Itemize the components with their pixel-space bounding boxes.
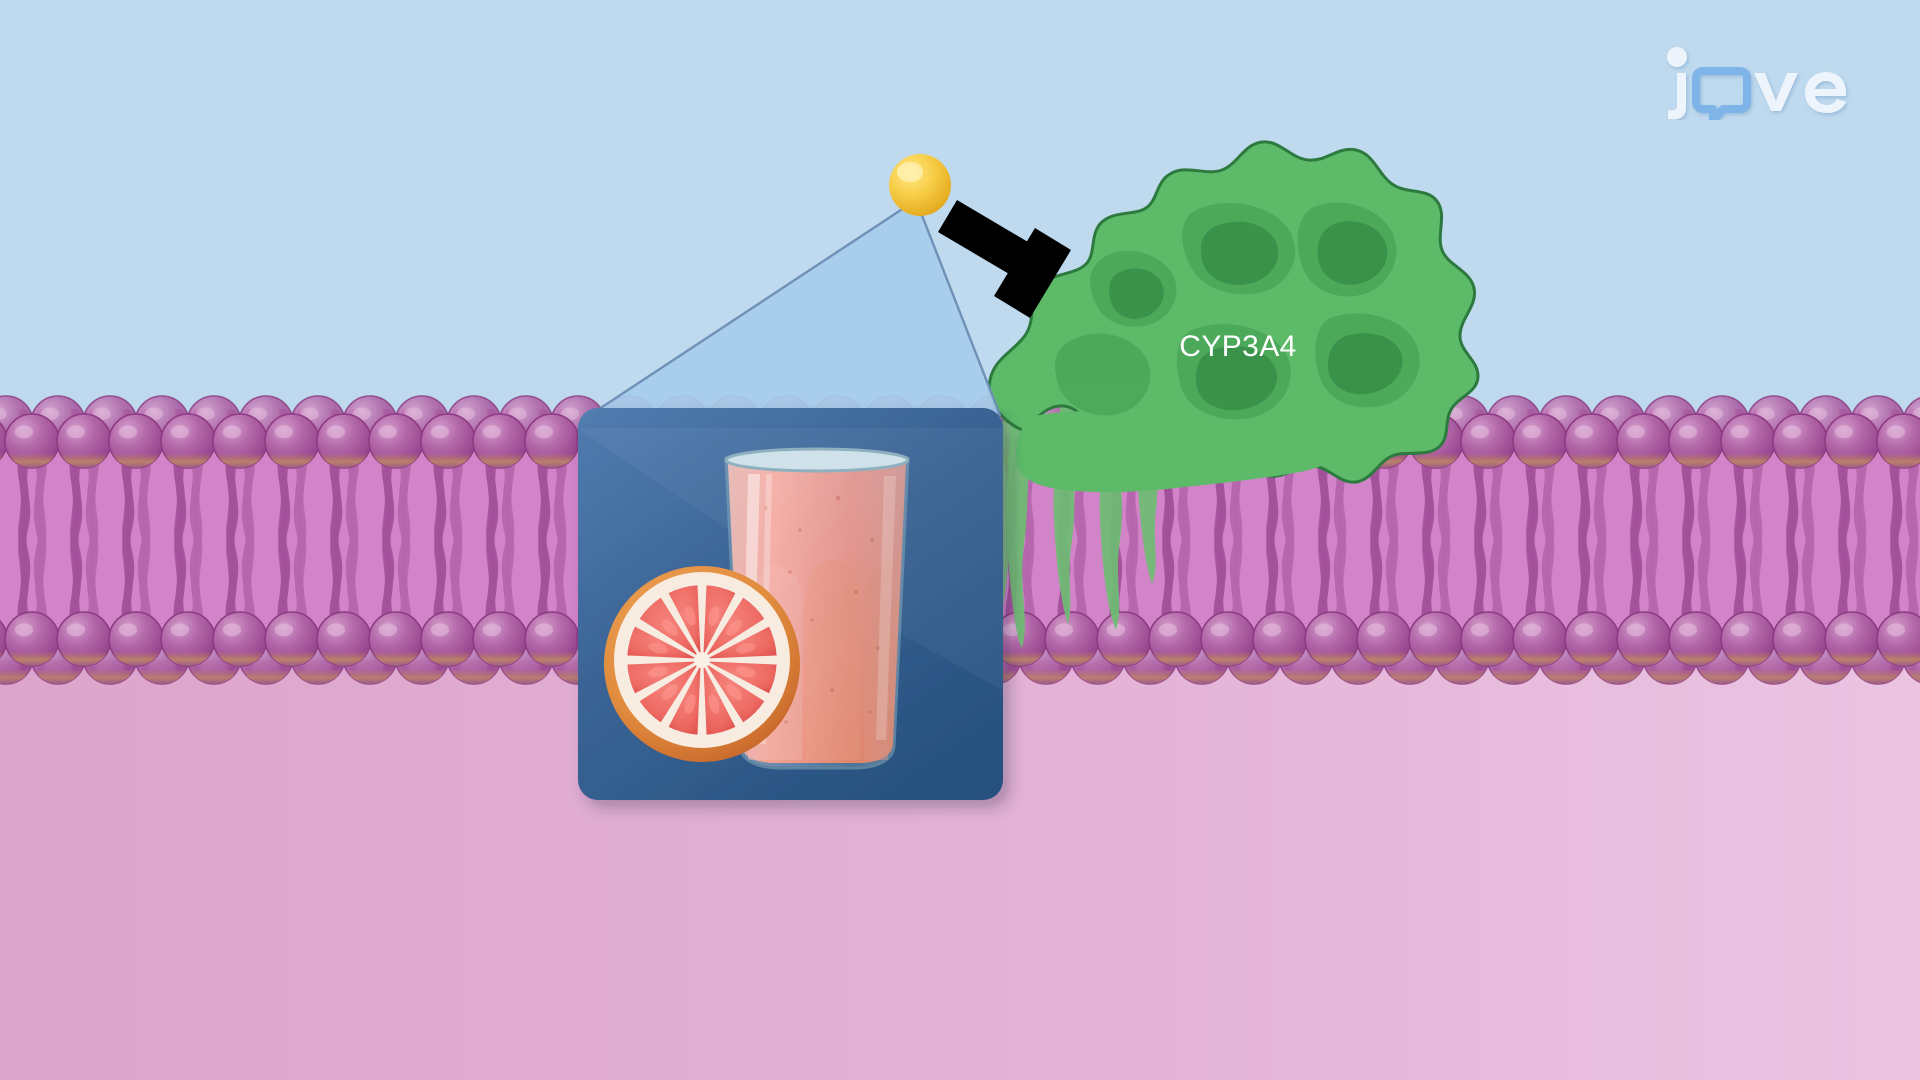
grapefruit-slice xyxy=(604,566,800,762)
logo-letter-e xyxy=(1805,72,1846,113)
glass-rim xyxy=(724,447,910,473)
fruit-core xyxy=(694,652,710,668)
inhibition-arrow xyxy=(938,200,1071,318)
logo-letter-j xyxy=(1668,73,1686,120)
cyp3a4-enzyme[interactable] xyxy=(986,140,1480,666)
enzyme-deep-contours xyxy=(1109,221,1403,411)
logo-letter-o-bubble xyxy=(1692,67,1751,120)
jove-logo[interactable] xyxy=(1655,40,1855,120)
enzyme-lower-lobe xyxy=(1016,406,1346,493)
fruit-segments xyxy=(624,582,780,738)
logo-j-dot xyxy=(1667,47,1687,67)
inhibitor-highlight xyxy=(897,162,923,182)
inhibition-arrow-bar xyxy=(994,228,1071,318)
grapefruit-juice-compound[interactable] xyxy=(889,154,951,216)
grapefruit-juice-panel[interactable] xyxy=(578,408,1003,800)
logo-letter-v xyxy=(1754,73,1798,111)
inhibitor-sphere xyxy=(889,154,951,216)
glass-highlight-right xyxy=(876,476,896,740)
